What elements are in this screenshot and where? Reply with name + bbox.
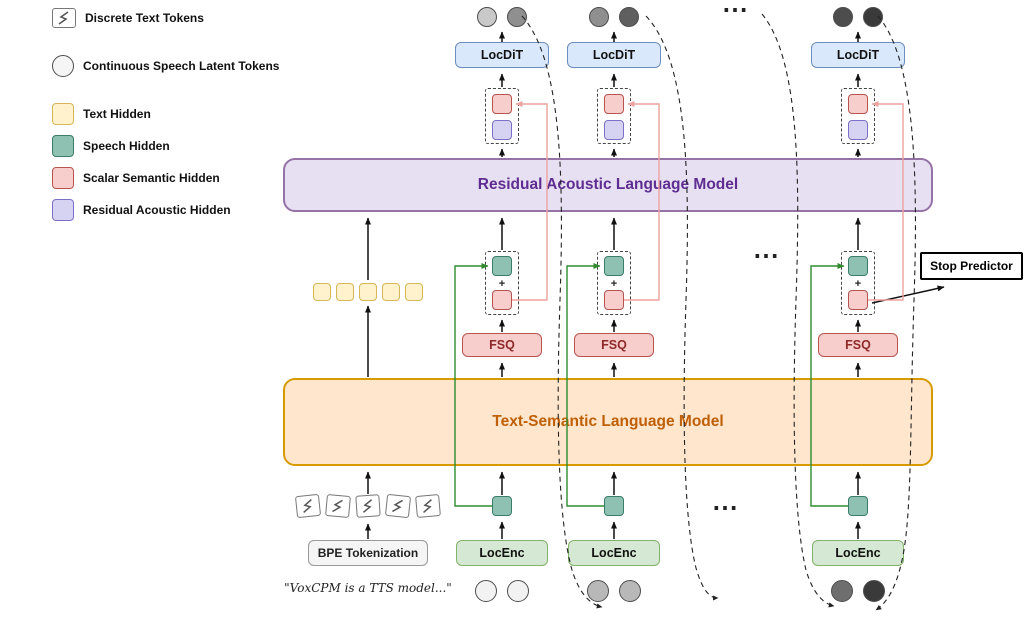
legend-item-discrete-text-tokens: Discrete Text Tokens	[52, 8, 204, 28]
bpe-tokenization-block: BPE Tokenization	[308, 540, 428, 566]
speech-token-circle	[475, 580, 497, 602]
text-hidden-token	[405, 283, 423, 301]
discrete-text-token	[415, 493, 441, 519]
scalar-semantic-hidden-token	[848, 94, 868, 114]
residual-acoustic-hidden-swatch	[52, 199, 74, 221]
discrete-text-token	[355, 494, 381, 518]
legend-label: Continuous Speech Latent Tokens	[83, 59, 280, 73]
speech-hidden-token	[848, 256, 868, 276]
stop-predictor-block: Stop Predictor	[920, 252, 1023, 280]
discrete-text-token	[294, 493, 322, 519]
locenc-block: LocEnc	[456, 540, 548, 566]
residual-acoustic-hidden-token	[848, 120, 868, 140]
plus-sign: +	[498, 278, 506, 290]
speech-hidden-token	[604, 496, 624, 516]
residual-acoustic-language-model: Residual Acoustic Language Model	[283, 158, 933, 212]
speech-hidden-token	[604, 256, 624, 276]
locdit-block: LocDiT	[455, 42, 549, 68]
speech-token-circle	[619, 580, 641, 602]
locdit-block: LocDiT	[567, 42, 661, 68]
speech-hidden-token	[848, 496, 868, 516]
scalar-semantic-hidden-swatch	[52, 167, 74, 189]
legend-label: Text Hidden	[83, 107, 151, 121]
text-hidden-token	[313, 283, 331, 301]
speech-token-circle	[589, 7, 609, 27]
text-hidden-swatch	[52, 103, 74, 125]
speech-token-circle	[587, 580, 609, 602]
discrete-text-token	[384, 493, 412, 519]
legend-item-residual-acoustic-hidden: Residual Acoustic Hidden	[52, 199, 231, 221]
scalar-semantic-hidden-token	[604, 290, 624, 310]
input-text: "VoxCPM is a TTS model..."	[284, 581, 452, 595]
speech-token-circle	[863, 7, 883, 27]
ellipsis: ⋯	[712, 492, 740, 522]
speech-token-circle	[619, 7, 639, 27]
fsq-block: FSQ	[818, 333, 898, 357]
plus-sign: +	[854, 278, 862, 290]
legend-item-speech-hidden: Speech Hidden	[52, 135, 170, 157]
locenc-block: LocEnc	[812, 540, 904, 566]
speech-token-circle	[831, 580, 853, 602]
legend-label: Scalar Semantic Hidden	[83, 171, 220, 185]
locenc-block: LocEnc	[568, 540, 660, 566]
text-hidden-token	[336, 283, 354, 301]
ellipsis: ⋯	[753, 240, 781, 270]
scalar-semantic-hidden-token	[492, 94, 512, 114]
scalar-semantic-hidden-token	[492, 290, 512, 310]
speech-token-circle	[477, 7, 497, 27]
residual-acoustic-hidden-token	[604, 120, 624, 140]
locdit-block: LocDiT	[811, 42, 905, 68]
legend-label: Residual Acoustic Hidden	[83, 203, 231, 217]
discrete-token-icon	[52, 8, 76, 28]
discrete-text-token	[325, 493, 351, 519]
scalar-semantic-hidden-token	[604, 94, 624, 114]
speech-token-circle	[507, 580, 529, 602]
scalar-semantic-hidden-token	[848, 290, 868, 310]
legend-label: Discrete Text Tokens	[85, 11, 204, 25]
ellipsis: ⋯	[722, 0, 750, 24]
speech-latent-token-icon	[52, 55, 74, 77]
text-hidden-token	[359, 283, 377, 301]
speech-hidden-swatch	[52, 135, 74, 157]
speech-token-circle	[507, 7, 527, 27]
legend-item-continuous-speech-latent-tokens: Continuous Speech Latent Tokens	[52, 55, 279, 77]
legend-item-text-hidden: Text Hidden	[52, 103, 151, 125]
legend-item-scalar-semantic-hidden: Scalar Semantic Hidden	[52, 167, 220, 189]
fsq-block: FSQ	[574, 333, 654, 357]
speech-token-circle	[863, 580, 885, 602]
residual-acoustic-hidden-token	[492, 120, 512, 140]
text-semantic-language-model: Text-Semantic Language Model	[283, 378, 933, 466]
legend-label: Speech Hidden	[83, 139, 170, 153]
plus-sign: +	[610, 278, 618, 290]
speech-hidden-token	[492, 256, 512, 276]
fsq-block: FSQ	[462, 333, 542, 357]
text-hidden-token	[382, 283, 400, 301]
stop-predictor-arrow	[871, 285, 945, 304]
speech-token-circle	[833, 7, 853, 27]
speech-hidden-token	[492, 496, 512, 516]
